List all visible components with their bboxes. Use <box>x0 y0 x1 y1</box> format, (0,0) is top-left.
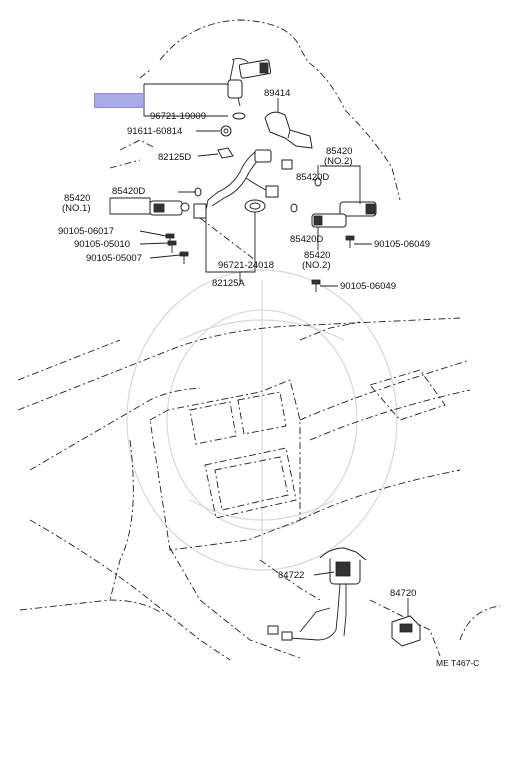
label-90105-06017: 90105-06017 <box>58 226 114 237</box>
watermark-emblem <box>126 269 398 571</box>
label-85420-no2-bottom: 85420 <box>304 250 330 261</box>
label-82125d: 82125D <box>158 152 191 163</box>
label-85420-no2-top: 85420 <box>326 146 352 157</box>
dashboard-outline <box>17 317 501 661</box>
label-85420-no1-sub: (NO.1) <box>62 203 91 214</box>
leader-lines-lower <box>313 571 409 616</box>
switch-84722 <box>267 547 367 641</box>
label-90105-05007: 90105-05007 <box>86 253 142 264</box>
sensor-top <box>227 57 272 107</box>
label-85420d-mid: 85420D <box>290 234 323 245</box>
sensor-85420-no2-bottom <box>290 203 347 228</box>
highlight-tag <box>94 93 144 108</box>
label-89414: 89414 <box>264 88 290 99</box>
o-ring-96721-19009 <box>232 112 246 120</box>
label-85420-no2-top-sub: (NO.2) <box>324 156 353 167</box>
label-85420d-left: 85420D <box>112 186 145 197</box>
label-85420-no2-bottom-sub: (NO.2) <box>302 260 331 271</box>
label-85420d-right: 85420D <box>296 172 329 183</box>
label-90105-05010: 90105-05010 <box>74 239 130 250</box>
bolts <box>165 233 355 292</box>
clip-82125d <box>217 147 234 159</box>
grommet-91611-60814 <box>220 125 232 137</box>
label-90105-06049-a: 90105-06049 <box>374 239 430 250</box>
label-84720: 84720 <box>390 588 416 599</box>
label-96721-24018: 96721-24018 <box>218 260 274 271</box>
label-96721-19009: 96721-19009 <box>150 111 206 122</box>
label-85420-no1: 85420 <box>64 193 90 204</box>
sensor-85420-no2-top <box>314 177 377 217</box>
label-90105-06049-b: 90105-06049 <box>340 281 396 292</box>
washer-96721-24018 <box>244 199 266 213</box>
part-labels: 96721-19009 89414 91611-60814 82125D 854… <box>58 88 479 668</box>
label-84722: 84722 <box>278 570 304 581</box>
label-82125a: 82125A <box>212 278 245 289</box>
leader-lines-upper <box>109 83 372 287</box>
switch-84720 <box>391 615 421 647</box>
upper-outline <box>109 19 401 261</box>
diagram-code: ME T467-C <box>436 658 479 668</box>
sensor-85420-no1 <box>149 187 202 216</box>
wiring-harness <box>193 149 293 219</box>
label-91611-60814: 91611-60814 <box>127 126 182 137</box>
sensor-89414 <box>264 111 313 149</box>
